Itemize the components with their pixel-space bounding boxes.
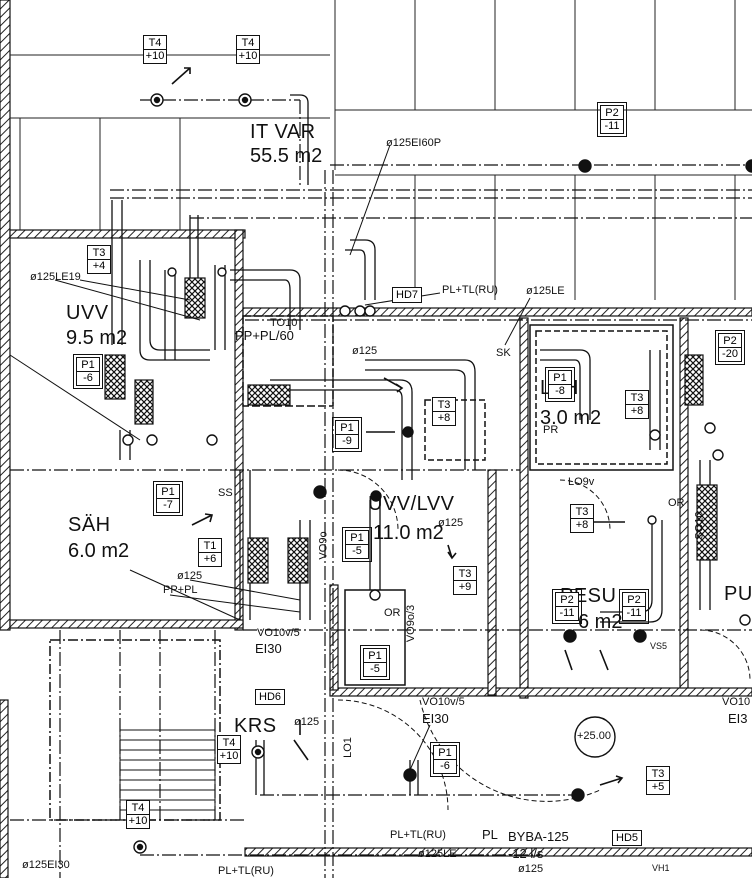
diffuser-tag: P1-8 — [545, 367, 575, 402]
room-name-krs: KRS — [234, 715, 277, 737]
terminals — [122, 93, 752, 854]
duct-label: ø125 — [438, 517, 464, 529]
room-area-pesu: 6 m2 — [578, 611, 623, 633]
damper-label: BYBA-125 — [508, 829, 569, 844]
duct-label: EI30 — [422, 711, 449, 726]
room-area-lvh: 3.0 m2 — [540, 407, 602, 429]
duct-label: ø125LE — [418, 848, 457, 860]
duct-label: EI30 — [255, 641, 282, 656]
duct-label: EI3 — [728, 711, 748, 726]
diffuser-tag: P2-11 — [597, 102, 627, 137]
room-area-uvv: 9.5 m2 — [66, 327, 128, 349]
diffuser-tag: T4+10 — [126, 800, 150, 829]
diffuser-tag: P1-7 — [153, 481, 183, 516]
duct-label: ø125 — [352, 345, 378, 357]
duct-label: PP+PL — [163, 584, 198, 596]
diffuser-tag: T3+4 — [87, 245, 111, 274]
duct-label: LO9v — [568, 476, 595, 488]
level-mark: +25.00 — [577, 730, 611, 742]
diffuser-tag: P1-5 — [342, 527, 372, 562]
duct-label: ø125LE — [526, 285, 565, 297]
diffuser-tag: P1-9 — [332, 417, 362, 452]
room-name-uvv-lvv: UVV/LVV — [368, 493, 455, 515]
duct-label: VO9o/3 — [405, 604, 418, 643]
room-area-uvv-lvv: 11.0 m2 — [373, 522, 444, 544]
duct-label: PL+TL(RU) — [218, 865, 274, 877]
diffuser-tag: T4+10 — [217, 735, 241, 764]
duct-label: PL+TL(RU) — [390, 829, 446, 841]
room-name-sah: SÄH — [68, 514, 111, 536]
silencers — [104, 277, 718, 584]
duct-label: VO10v/5 — [257, 627, 300, 639]
duct-label: SS — [218, 487, 233, 499]
duct-label: ø125EI60P — [386, 137, 442, 149]
diffuser-tag: P2-11 — [619, 589, 649, 624]
duct-lines — [10, 99, 752, 878]
duct-label: VO10 — [722, 696, 751, 708]
duct-label: OR — [384, 607, 401, 619]
room-area-it-var: 55.5 m2 — [250, 145, 323, 167]
duct-label: SO10 — [693, 511, 706, 540]
diffuser-tag: P2-20 — [715, 330, 745, 365]
diffuser-tag: T3+8 — [432, 397, 456, 426]
room-name-pu: PU — [724, 583, 752, 605]
duct-label: VO9o — [317, 531, 330, 560]
device-box: HD6 — [255, 689, 286, 705]
diffuser-tag: T3+8 — [570, 504, 594, 533]
duct-label: ø125 — [518, 863, 544, 875]
grid-lines — [10, 0, 752, 300]
duct-label: VO10v/5 — [422, 696, 465, 708]
diffuser-tag: T4+10 — [143, 35, 167, 64]
diffuser-tag: T3+5 — [646, 766, 670, 795]
flow-arrows — [171, 67, 625, 786]
device-box: HD5 — [612, 830, 643, 846]
duct-label: OR — [668, 497, 685, 509]
room-name-uvv: UVV — [66, 302, 109, 324]
duct-label: ø125 — [294, 716, 320, 728]
flow-label: -12 l/s — [508, 846, 544, 861]
duct-label: ø125 — [177, 570, 203, 582]
duct-label: VH1 — [652, 863, 670, 873]
room-area-sah: 6.0 m2 — [68, 540, 130, 562]
duct-label: PL — [482, 827, 498, 842]
diffuser-tag: T4+10 — [236, 35, 260, 64]
doors — [337, 469, 751, 811]
diffuser-tag: P2-11 — [552, 589, 582, 624]
diffuser-tag: T3+9 — [453, 566, 477, 595]
diffuser-tag: T1+6 — [198, 538, 222, 567]
duct-label: TO10 — [270, 317, 298, 329]
duct-label: LO1 — [341, 737, 354, 758]
duct-label: VS5 — [650, 641, 668, 651]
duct-label: PL+TL(RU) — [442, 284, 498, 296]
diffuser-tag: P1-6 — [430, 742, 460, 777]
diffuser-tag: P1-5 — [360, 645, 390, 680]
duct-label: ø125LE19 — [30, 271, 81, 283]
room-name-it-var: IT VAR — [250, 121, 316, 143]
diffuser-tag: P1-6 — [73, 354, 103, 389]
duct-label: PR — [543, 424, 559, 436]
diffuser-tag: T3+8 — [625, 390, 649, 419]
leader-lines — [9, 144, 531, 771]
device-box: HD7 — [392, 287, 423, 303]
duct-label: ø125EI30 — [22, 859, 70, 871]
duct-label: SK — [496, 347, 511, 359]
duct-label: PP+PL/60 — [235, 328, 294, 343]
